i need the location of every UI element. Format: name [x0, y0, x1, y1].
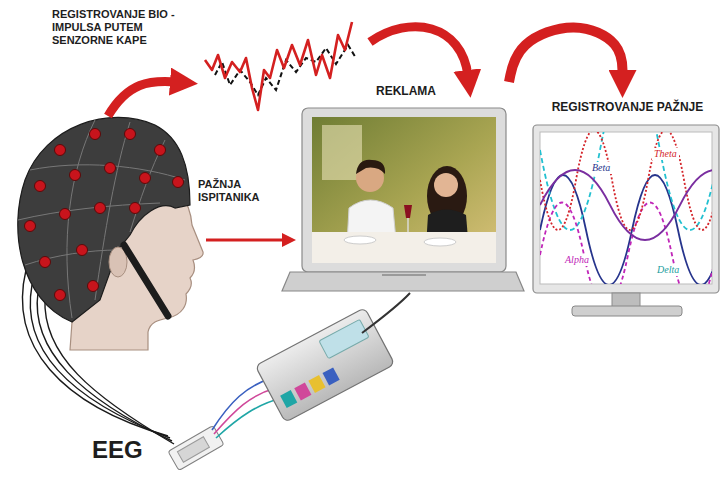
laptop-base: [282, 272, 524, 291]
attention-arrow: [206, 239, 284, 242]
electrode: [90, 129, 101, 140]
advert-photo: [312, 117, 496, 263]
electrodes: [25, 129, 184, 301]
glass-stem: [407, 218, 408, 232]
monitor-stand: [572, 306, 682, 316]
wave-label: Theta: [652, 148, 679, 160]
monitor-neck: [612, 293, 640, 307]
lead: [214, 388, 276, 434]
table-cloth: [312, 232, 496, 263]
caption-text: REGISTROVANJE BIO - IMPULSA PUTEM SENZOR…: [52, 8, 192, 48]
amplifier-panel: [319, 319, 369, 358]
sensor-cap: [18, 117, 190, 322]
electrode: [40, 257, 51, 268]
electrode: [77, 245, 88, 256]
mesh-line: [18, 203, 160, 220]
laptop-node: REKLAMA: [283, 82, 529, 298]
lead: [212, 378, 272, 430]
port: [323, 367, 340, 385]
lead: [216, 398, 282, 438]
wave-label: Alpha: [563, 254, 591, 266]
woman-head: [434, 173, 458, 197]
wave: [540, 170, 712, 240]
wave-label: Beta: [590, 162, 612, 174]
port: [294, 383, 311, 401]
node-title: REGISTROVANJE PAŽNJE: [530, 98, 723, 114]
electrode: [60, 209, 71, 220]
electrode: [173, 177, 184, 188]
electrode: [125, 129, 136, 140]
monitor-node: REGISTROVANJE PAŽNJE ThetaBetaAlphaDelta: [530, 98, 723, 320]
mesh-line: [95, 122, 130, 300]
alpha-wave: [540, 203, 712, 285]
electrode: [70, 170, 81, 181]
connector-pins: [177, 437, 209, 462]
electrode: [55, 145, 66, 156]
laptop-trackpad: [382, 274, 426, 276]
electrode: [55, 290, 66, 301]
port: [308, 375, 325, 393]
electrode: [25, 221, 36, 232]
chin-strap: [124, 245, 168, 316]
port: [280, 390, 297, 408]
usb-cable: [362, 293, 410, 333]
electrode: [130, 203, 141, 214]
flow-arrow: [370, 27, 468, 76]
brainwave-chart: [540, 132, 712, 284]
connectors: [509, 27, 623, 82]
electrode: [140, 173, 151, 184]
node-title: REKLAMA: [283, 82, 529, 98]
signal-trace: [205, 22, 352, 110]
mesh-line: [25, 250, 118, 265]
electrode: [105, 163, 116, 174]
man-hair: [356, 160, 385, 174]
theta-wave: [540, 132, 712, 230]
electrode: [88, 281, 99, 292]
cap-mesh: [18, 120, 185, 318]
wave-label: Delta: [655, 264, 681, 276]
photo-background: [312, 117, 496, 263]
electrode: [35, 181, 46, 192]
electrode: [155, 145, 166, 156]
delta-wave: [540, 132, 712, 230]
laptop-screen: [302, 108, 506, 272]
flow-arrow: [509, 27, 623, 82]
device-label: EEG: [92, 436, 162, 465]
wine-glass: [404, 205, 412, 218]
arrow-label: PAŽNJA ISPITANIKA: [198, 178, 280, 204]
flow-arrow: [108, 81, 176, 116]
plate: [424, 238, 456, 246]
window-light: [322, 125, 362, 180]
plate: [344, 236, 376, 244]
electrode: [95, 203, 106, 214]
mesh-line: [130, 140, 165, 232]
monitor-frame: [533, 125, 719, 293]
